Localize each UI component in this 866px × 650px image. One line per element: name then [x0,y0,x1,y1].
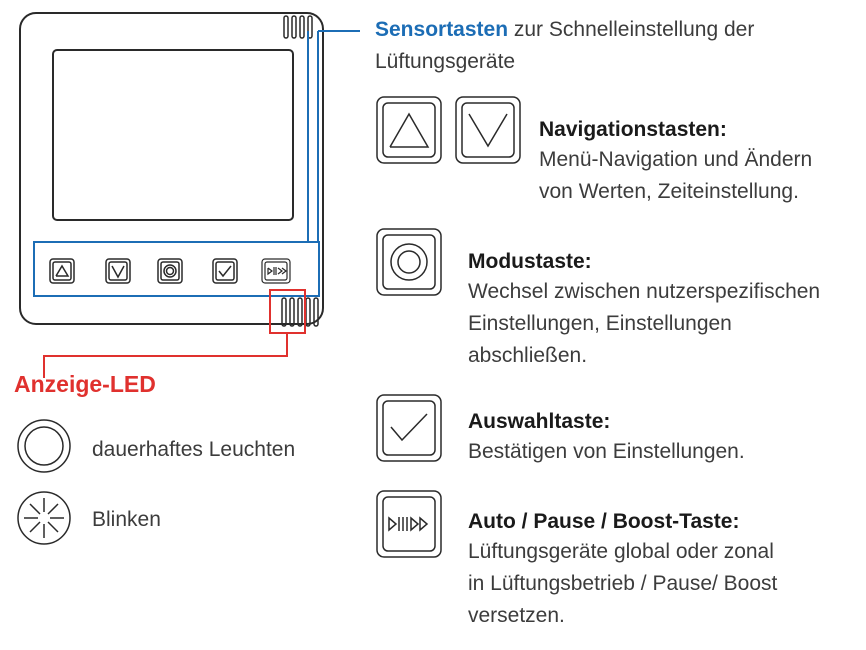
device-button-check [212,258,238,284]
select-title: Auswahltaste: [468,410,611,433]
auto-desc2: in Lüftungsbetrieb / Pause/ Boost [468,572,778,595]
device-illustration [19,12,360,378]
mode-desc1: Wechsel zwischen nutzerspezifischen [468,280,821,303]
led-steady-label: dauerhaftes Leuchten [92,438,296,461]
led-blink-label: Blinken [92,508,161,531]
mode-title: Modustaste: [468,250,592,273]
led-steady-icon [17,419,71,473]
mode-desc2: Einstellungen, Einstellungen [468,312,732,335]
arrow-up-icon [376,96,442,164]
device-display [52,49,294,221]
mode-desc3: abschließen. [468,344,588,367]
auto-desc3: versetzen. [468,604,565,627]
nav-desc1: Menü-Navigation und Ändern [539,148,813,171]
sensor-line2: Lüftungsgeräte [375,50,516,73]
arrow-down-icon [455,96,521,164]
led-title: Anzeige-LED [14,371,156,397]
device-button-down [105,258,131,284]
auto-desc1: Lüftungsgeräte global oder zonal [468,540,774,563]
device-button-auto [261,258,291,284]
led-blink-icon [17,491,71,545]
top-vents-icon [283,15,313,39]
play-pause-boost-icon [376,490,442,558]
nav-desc2: von Werten, Zeiteinstellung. [539,180,799,203]
sensor-rest: zur Schnelleinstellung der [508,18,755,41]
concentric-circles-icon [376,228,442,296]
nav-title: Navigationstasten: [539,118,727,141]
select-desc1: Bestätigen von Einstellungen. [468,440,745,463]
sensor-heading: Sensortasten zur Schnelleinstellung der [375,14,754,46]
sensor-highlight [33,30,360,297]
sensor-title: Sensortasten [375,18,509,41]
auto-title: Auto / Pause / Boost-Taste: [468,510,740,533]
led-highlight [43,289,306,378]
device-button-mode [157,258,183,284]
check-icon [376,394,442,462]
nav-icons [376,96,521,164]
device-button-up [49,258,75,284]
